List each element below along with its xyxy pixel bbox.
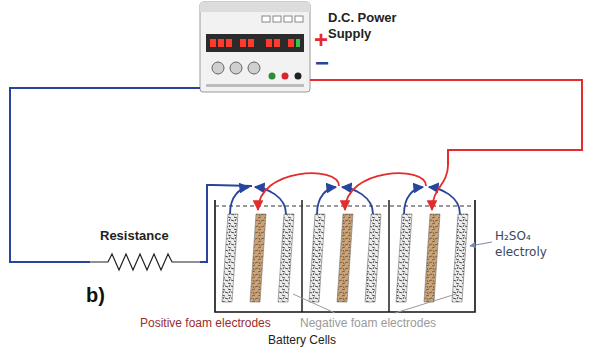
cell-tank — [215, 200, 475, 312]
plus-sign: + — [314, 30, 328, 50]
wire — [200, 185, 213, 262]
foam-electrodes — [222, 214, 468, 302]
leader-lines — [293, 242, 492, 313]
wire — [10, 88, 200, 262]
current-arrows — [213, 165, 460, 214]
power-supply-picture — [200, 2, 310, 92]
electrolyte-label: H₂SO₄ electroly — [495, 228, 573, 260]
resistor: Resistance — [90, 226, 200, 272]
power-supply: D.C. Power Supply — [200, 2, 310, 92]
panel-letter: b) — [86, 284, 105, 306]
battery-cells-label: Battery Cells — [268, 333, 336, 347]
minus-sign: − — [315, 53, 329, 73]
negative-electrode-label: Negative foam electrodes — [300, 316, 436, 330]
power-supply-label: D.C. Power Supply — [328, 10, 412, 42]
positive-electrode-label: Positive foam electrodes — [140, 316, 271, 330]
wire — [310, 80, 582, 165]
resistor-symbol — [90, 254, 200, 270]
resistor-label: Resistance — [100, 228, 169, 244]
